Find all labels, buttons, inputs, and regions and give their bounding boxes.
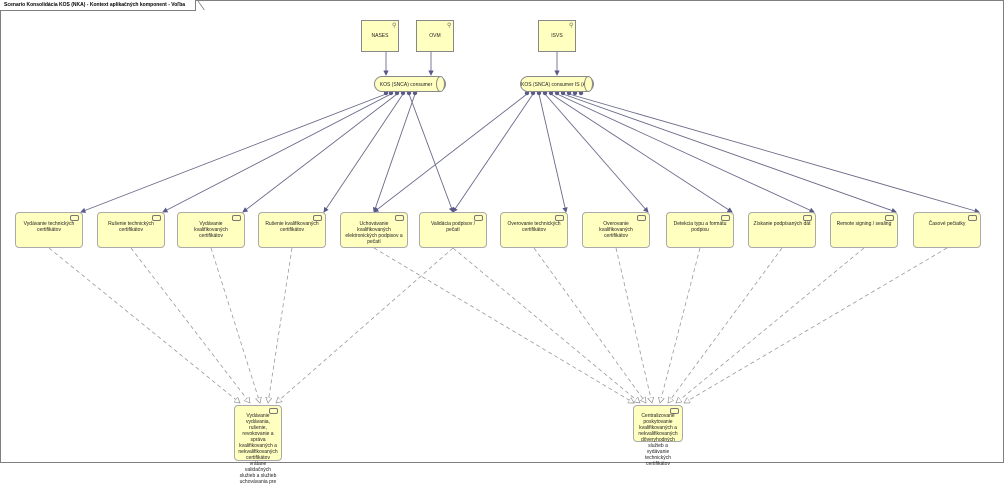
link-interface-service [544,93,649,213]
service-5[interactable]: Uchovávanie kvalifikovaných elektronický… [340,212,408,248]
service-label: Uchovávanie kvalifikovaných elektronický… [345,221,403,245]
realization-link [533,247,646,403]
service-9[interactable]: Detekcia typu a formátu podpisu [666,212,734,248]
actor-nases[interactable]: ⚲ NASES [361,20,399,52]
link-interface-service [323,93,404,213]
actor-icon: ⚲ [392,23,397,29]
service-label: Rušenie technických certifikátov [108,221,154,233]
interface-label: KOS (SNCA) consumer IS (API) [521,82,593,88]
link-interface-service [568,93,980,214]
service-label: Časové pečiatky [928,221,966,227]
service-6[interactable]: Validácia podpisov / pečatí [419,212,487,248]
object-icon [269,408,278,414]
service-8[interactable]: Overovanie kvalifikovaných certifikátov [582,212,650,248]
actor-isvs[interactable]: ⚲ ISVS [538,20,576,52]
link-interface-service [556,93,815,213]
interface-kos-consumer-api[interactable]: KOS (SNCA) consumer IS (API) [520,76,594,92]
connections-layer [48,52,980,463]
service-11[interactable]: Remote signing / sealing [830,212,898,248]
link-interface-service [80,93,387,213]
service-7[interactable]: Overovanie technických certifikátov [500,212,568,248]
realization-link [452,247,640,403]
service-label: Detekcia typu a formátu podpisu [673,221,727,233]
actor-ovm[interactable]: ⚲ OVM [416,20,454,52]
realization-link [615,247,652,403]
realization-link [684,247,948,404]
service-icon [395,215,404,221]
business-object-left[interactable]: Vydávanie vydávania, rušenie, revokovani… [234,405,282,485]
service-3[interactable]: Vydávanie kvalifikovaných certifikátov [177,212,245,248]
link-interface-service [372,93,416,213]
realization-link [276,247,454,403]
realization-link [48,247,240,403]
interface-cap [584,76,593,92]
realization-link [660,247,701,403]
service-icon [232,215,241,221]
service-icon [474,215,483,221]
service-label: Validácia podpisov / pečatí [430,221,476,233]
link-interface-service [452,93,534,213]
link-interface-service [550,93,733,213]
actor-label: OVM [429,33,441,39]
link-interface-service [408,93,454,213]
service-icon [313,215,322,221]
service-12[interactable]: Časové pečiatky [913,212,981,248]
service-icon [152,215,161,221]
realization-link [373,247,634,404]
service-icon [968,215,977,221]
service-icon [803,215,812,221]
service-1[interactable]: Vydávanie technických certifikátov [15,212,83,248]
service-label: Remote signing / sealing [836,221,892,227]
service-icon [70,215,79,221]
interface-cap [436,76,445,92]
actor-icon: ⚲ [569,23,574,29]
actor-label: NASES [371,33,389,39]
service-10[interactable]: Získanie podpísaných dát [748,212,816,248]
realization-link [676,247,865,403]
actor-icon: ⚲ [447,23,452,29]
service-label: Rušenie kvalifikovaných certifikátov [265,221,319,233]
service-icon [637,215,646,221]
service-label: Vydávanie technických certifikátov [23,221,75,233]
realization-link [130,247,250,403]
link-interface-service [562,93,897,214]
link-interface-service [373,93,528,213]
link-interface-service [162,93,392,213]
service-label: Vydávanie kvalifikovaných certifikátov [194,221,228,239]
realization-link [268,247,293,403]
service-label: Overovanie kvalifikovaných certifikátov [599,221,633,239]
realization-link [210,247,260,403]
service-label: Získanie podpísaných dát [753,221,811,227]
link-interface-service [242,93,398,213]
service-icon [721,215,730,221]
interface-label: KOS (SNCA) consumer [379,82,433,88]
service-label: Overovanie technických certifikátov [507,221,561,233]
diagram-title: Scenario Konsolidácia KOS (NKA) - Kontex… [0,0,197,11]
service-2[interactable]: Rušenie technických certifikátov [97,212,165,248]
object-icon [670,408,679,414]
business-object-right[interactable]: Centralizované poskytovanie kvalifikovan… [633,405,683,467]
service-icon [555,215,564,221]
object-label: Centralizované poskytovanie kvalifikovan… [638,413,678,467]
interface-kos-consumer[interactable]: KOS (SNCA) consumer [374,76,446,92]
service-icon [885,215,894,221]
realization-link [668,247,783,403]
link-interface-service [538,93,568,213]
actor-label: ISVS [551,33,563,39]
object-label: Vydávanie vydávania, rušenie, revokovani… [238,413,278,485]
service-4[interactable]: Rušenie kvalifikovaných certifikátov [258,212,326,248]
